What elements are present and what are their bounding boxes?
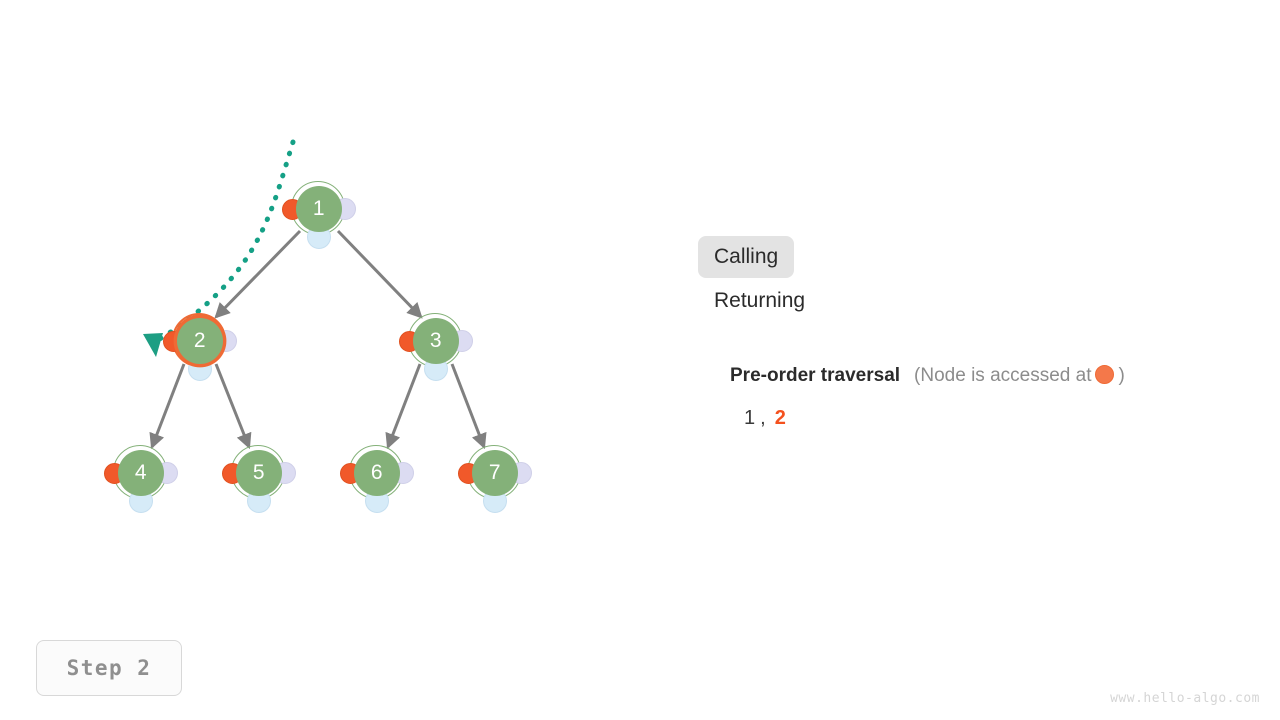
edge-2-4: [149, 363, 186, 450]
edge-1-2: [214, 229, 302, 319]
traversal-value: 1: [744, 407, 757, 429]
node-label: 5: [236, 450, 282, 496]
traversal-heading: Pre-order traversal (Node is accessed at): [730, 365, 1270, 387]
access-marker-icon: [1095, 365, 1115, 384]
traversal-panel: Pre-order traversal (Node is accessed at)…: [730, 365, 1270, 430]
traversal-hint-suffix: ): [1118, 365, 1125, 386]
state-legend: Calling Returning: [698, 236, 1254, 322]
state-row-calling: Calling: [698, 236, 1254, 278]
traversal-output-list: 1,2: [744, 407, 1270, 430]
node-label: 7: [472, 450, 518, 496]
edge-3-7: [450, 363, 487, 450]
watermark: www.hello-algo.com: [1110, 691, 1260, 706]
tree-node-7[interactable]: 7: [458, 445, 532, 513]
traversal-hint-prefix: (Node is accessed at: [914, 365, 1092, 386]
edge-1-3: [336, 229, 423, 319]
traversal-title: Pre-order traversal: [730, 365, 901, 386]
node-label: 3: [413, 318, 459, 364]
tree-node-5[interactable]: 5: [222, 445, 296, 513]
node-label: 4: [118, 450, 164, 496]
node-label: 1: [296, 186, 342, 232]
tree-node-4[interactable]: 4: [104, 445, 178, 513]
traversal-value-current: 2: [774, 407, 787, 429]
state-chip-calling: Calling: [698, 236, 795, 278]
recursion-path: [155, 139, 296, 343]
recursion-path-marker: [143, 333, 163, 357]
traversal-separator: ,: [760, 407, 767, 429]
tree-node-3[interactable]: 3: [399, 313, 473, 381]
edge-2-5: [214, 363, 252, 450]
state-row-returning: Returning: [714, 280, 1254, 322]
state-chip-returning: Returning: [714, 289, 806, 312]
node-label: 6: [354, 450, 400, 496]
tree-node-6[interactable]: 6: [340, 445, 414, 513]
tree-node-2[interactable]: 2: [163, 313, 237, 381]
tree-node-1[interactable]: 1: [282, 181, 356, 249]
edge-3-6: [385, 363, 422, 450]
step-badge: Step 2: [36, 640, 182, 696]
node-label: 2: [177, 318, 223, 364]
